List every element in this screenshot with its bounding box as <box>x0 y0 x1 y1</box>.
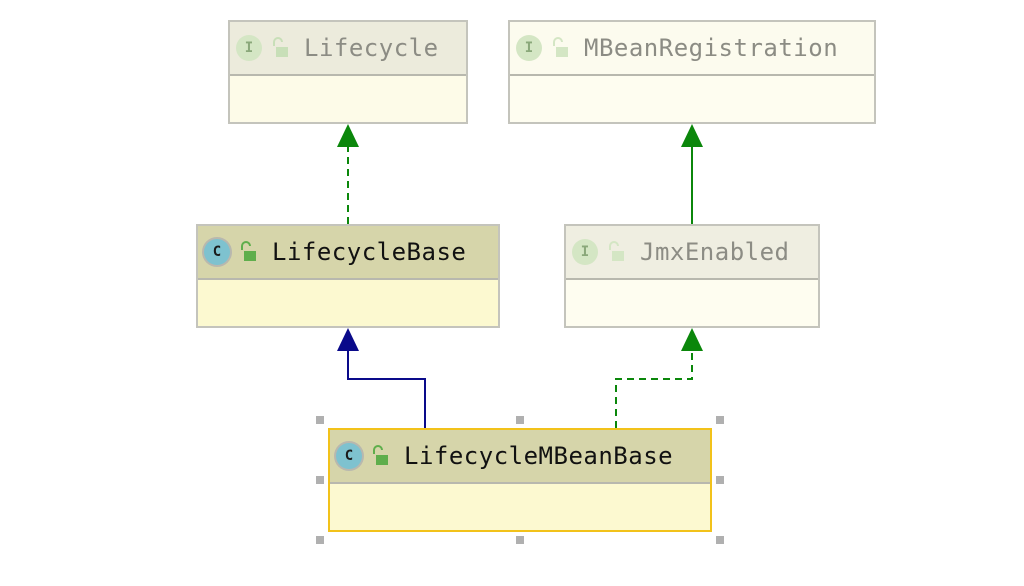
edge-lifecyclembeanbase-lifecyclebase <box>347 350 426 428</box>
node-name: JmxEnabled <box>640 238 790 266</box>
resize-handle-bottom-left[interactable] <box>316 536 324 544</box>
interface-icon: I <box>236 35 262 61</box>
class-icon: C <box>336 443 362 469</box>
node-lifecyclembeanbase[interactable]: C LifecycleMBeanBase <box>328 428 712 532</box>
resize-handle-left[interactable] <box>316 476 324 484</box>
node-mbeanregistration[interactable]: I MBeanRegistration <box>508 20 876 124</box>
unlocked-icon <box>273 37 288 57</box>
node-name: Lifecycle <box>304 34 439 62</box>
unlocked-icon <box>373 445 388 465</box>
unlocked-icon <box>609 241 624 261</box>
edge-lifecyclembeanbase-jmxenabled <box>615 350 693 428</box>
node-mbeanregistration-header: I MBeanRegistration <box>510 22 874 76</box>
unlocked-icon <box>553 37 568 57</box>
node-name: LifecycleMBeanBase <box>404 442 674 470</box>
resize-handle-bottom-right[interactable] <box>716 536 724 544</box>
arrowhead-lifecycle <box>337 124 359 147</box>
arrowhead-mbeanregistration <box>681 124 703 147</box>
node-lifecyclembeanbase-header: C LifecycleMBeanBase <box>330 430 710 484</box>
unlocked-icon <box>241 241 256 261</box>
node-lifecycle-header: I Lifecycle <box>230 22 466 76</box>
resize-handle-top-left[interactable] <box>316 416 324 424</box>
node-jmxenabled-header: I JmxEnabled <box>566 226 818 280</box>
node-lifecycle[interactable]: I Lifecycle <box>228 20 468 124</box>
node-lifecyclebase-header: C LifecycleBase <box>198 226 498 280</box>
resize-handle-top[interactable] <box>516 416 524 424</box>
arrowhead-lifecyclebase <box>337 328 359 351</box>
arrowhead-jmxenabled <box>681 328 703 351</box>
resize-handle-top-right[interactable] <box>716 416 724 424</box>
node-name: LifecycleBase <box>272 238 467 266</box>
resize-handle-bottom[interactable] <box>516 536 524 544</box>
interface-icon: I <box>516 35 542 61</box>
class-icon: C <box>204 239 230 265</box>
resize-handle-right[interactable] <box>716 476 724 484</box>
interface-icon: I <box>572 239 598 265</box>
node-name: MBeanRegistration <box>584 34 839 62</box>
node-jmxenabled[interactable]: I JmxEnabled <box>564 224 820 328</box>
node-lifecyclebase[interactable]: C LifecycleBase <box>196 224 500 328</box>
